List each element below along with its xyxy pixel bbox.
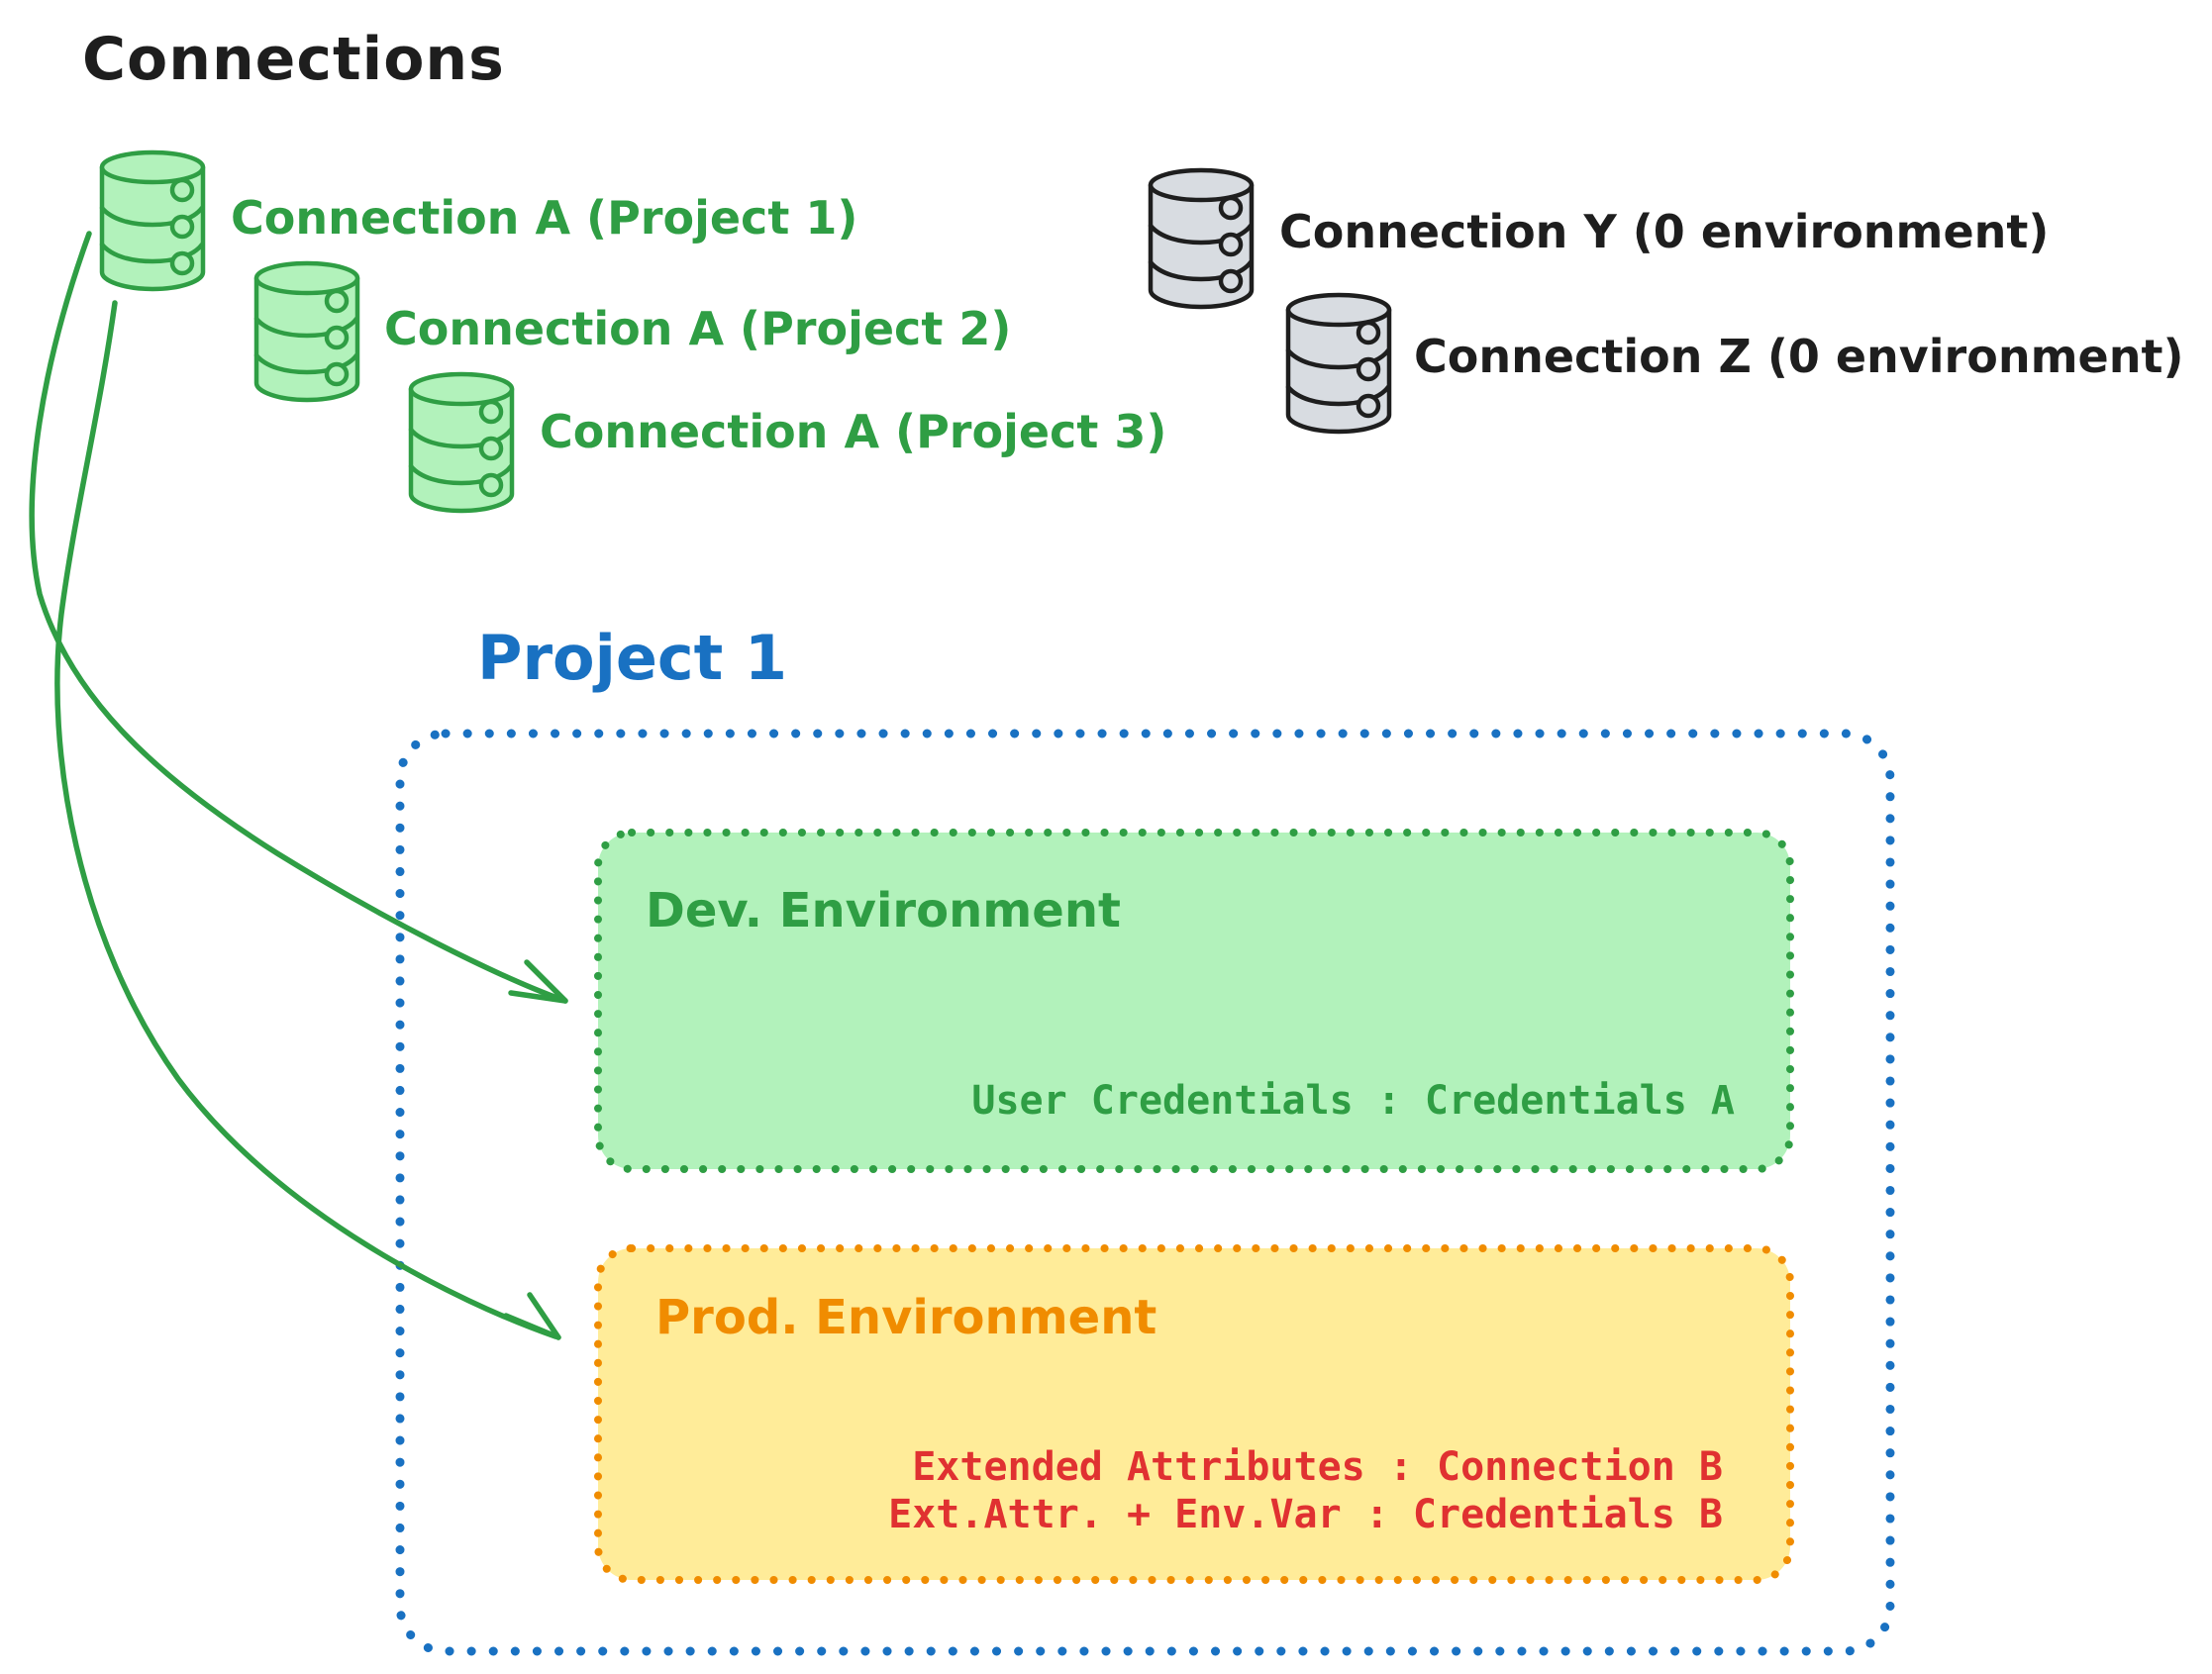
arrowhead-barb	[524, 959, 568, 1004]
dev-credentials-text: User Credentials : Credentials A	[971, 1078, 1735, 1124]
connection-a-project-1-label: Connection A (Project 1)	[231, 191, 858, 245]
database-icon-connection-a-project-1	[99, 149, 206, 292]
prod-environment-title: Prod. Environment	[655, 1290, 1157, 1345]
arrowhead-barb	[503, 1313, 561, 1340]
arrow-connection-a-to-prod-environment	[54, 300, 561, 1340]
dev-environment-box	[594, 829, 1794, 1173]
dev-environment-title: Dev. Environment	[646, 883, 1121, 938]
connection-z-label: Connection Z (0 environment)	[1414, 330, 2184, 383]
prod-environment-box	[594, 1244, 1794, 1584]
arrowhead-barb	[508, 990, 568, 1004]
prod-attributes-line-2: Ext.Attr. + Env.Var : Credentials B	[888, 1492, 1723, 1537]
database-icon-connection-a-project-3	[408, 371, 515, 514]
project-1-box	[395, 729, 1895, 1656]
prod-attributes-line-1: Extended Attributes : Connection B	[912, 1444, 1723, 1490]
connection-y-label: Connection Y (0 environment)	[1279, 205, 2050, 258]
connection-a-project-3-label: Connection A (Project 3)	[540, 405, 1167, 458]
project-1-title: Project 1	[477, 622, 788, 694]
database-icon-connection-y	[1148, 167, 1255, 310]
connections-title: Connections	[82, 25, 505, 94]
arrow-connection-a-to-dev-environment	[29, 231, 568, 1004]
prod-attributes-text: Extended Attributes : Connection B Ext.A…	[888, 1443, 1723, 1538]
connection-a-project-2-label: Connection A (Project 2)	[384, 302, 1012, 355]
database-icon-connection-z	[1285, 292, 1392, 435]
arrowhead-barb	[527, 1292, 561, 1340]
database-icon-connection-a-project-2	[253, 260, 360, 403]
